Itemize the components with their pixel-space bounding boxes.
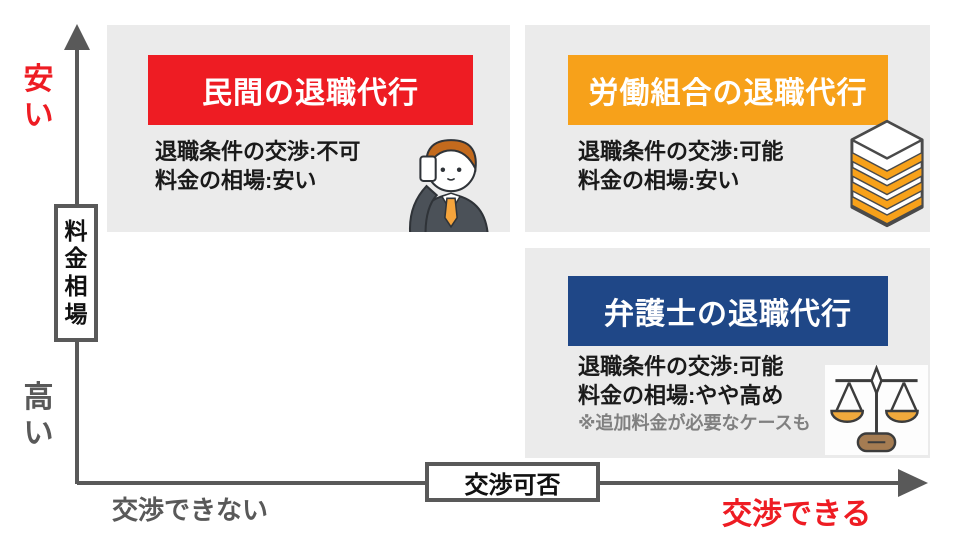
x-axis-title: 交渉可否 [464, 471, 561, 499]
card-lawyer-body: 退職条件の交渉:可能 料金の相場:やや高め ※追加料金が必要なケースも [578, 352, 811, 436]
card-private-body: 退職条件の交渉:不可 料金の相場:安い [155, 137, 360, 195]
x-axis-right-label: 交渉できる [722, 498, 872, 531]
stacked-layers-icon [848, 117, 928, 231]
y-axis-bottom-label: 高い [23, 381, 54, 450]
card-private-line2: 料金の相場:安い [155, 168, 317, 193]
card-union-line2: 料金の相場:安い [578, 168, 740, 193]
businessman-phone-icon [396, 132, 506, 232]
y-axis-arrow-icon [64, 24, 90, 50]
card-lawyer-note: ※追加料金が必要なケースも [578, 413, 811, 433]
card-union-agency: 労働組合の退職代行 退職条件の交渉:可能 料金の相場:安い [525, 25, 930, 232]
y-axis-top-label: 安い [23, 63, 54, 132]
card-private-header: 民間の退職代行 [148, 55, 473, 125]
card-lawyer-agency: 弁護士の退職代行 退職条件の交渉:可能 料金の相場:やや高め ※追加料金が必要な… [525, 248, 930, 458]
card-private-line1: 退職条件の交渉:不可 [155, 139, 361, 164]
card-lawyer-line2: 料金の相場:やや高め [578, 383, 784, 408]
card-private-agency: 民間の退職代行 退職条件の交渉:不可 料金の相場:安い [107, 25, 510, 232]
card-lawyer-line1: 退職条件の交渉:可能 [578, 354, 784, 379]
card-lawyer-header: 弁護士の退職代行 [568, 276, 888, 346]
x-axis-arrow-icon [898, 469, 928, 497]
card-union-header: 労働組合の退職代行 [568, 55, 888, 125]
card-union-body: 退職条件の交渉:可能 料金の相場:安い [578, 137, 783, 195]
card-union-line1: 退職条件の交渉:可能 [578, 139, 784, 164]
x-axis-left-label: 交渉できない [112, 495, 269, 525]
scales-of-justice-icon [825, 365, 928, 455]
y-axis-title-box: 料金相場 [54, 204, 98, 342]
y-axis-title: 料金相場 [64, 217, 88, 327]
x-axis-title-box: 交渉可否 [425, 462, 600, 502]
